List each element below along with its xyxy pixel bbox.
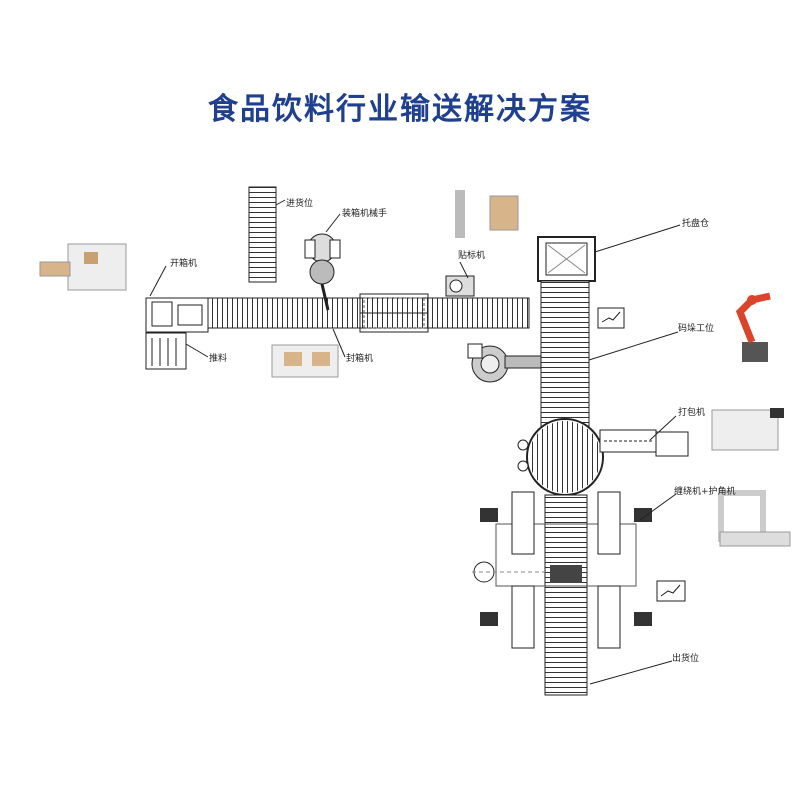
label-sealer: 封箱机 — [346, 352, 373, 364]
sealer-photo — [271, 344, 339, 378]
label-palletizing-station: 码垛工位 — [678, 322, 714, 334]
labeler-photo — [455, 190, 519, 238]
label-pusher: 推料 — [209, 352, 227, 364]
label-outbound: 出货位 — [672, 652, 699, 664]
wrapper-photo — [718, 490, 791, 547]
page-title: 食品饮料行业输送解决方案 — [208, 92, 592, 127]
vertical-conveyor-upper — [540, 280, 625, 427]
strapping-photo — [711, 408, 784, 451]
leader-lines — [149, 199, 681, 685]
label-labeler: 贴标机 — [458, 249, 485, 261]
label-packing-robot: 装箱机械手 — [342, 207, 387, 219]
label-pallet-warehouse: 托盘仓 — [682, 217, 709, 229]
inbound-conveyor — [248, 186, 277, 283]
palletizer-robot-photo — [735, 292, 771, 362]
box-opener-photo — [39, 243, 127, 291]
labeler-top — [445, 275, 475, 297]
pallet-warehouse — [537, 236, 596, 282]
palletizer-robot-top — [467, 343, 546, 383]
label-inbound: 进货位 — [286, 197, 313, 209]
label-box-opener: 开箱机 — [170, 257, 197, 269]
main-horizontal-conveyor — [206, 293, 530, 333]
strapping-machine-arm — [599, 429, 689, 457]
label-strapping-machine: 打包机 — [678, 406, 705, 418]
packing-robot-top — [304, 233, 341, 311]
box-opener-machine — [145, 297, 209, 370]
label-wrapping-corner-machine: 缠绕机+护角机 — [674, 485, 736, 497]
turntable — [517, 418, 604, 496]
trend-chart-icon — [597, 307, 625, 329]
trend-chart-icon — [656, 580, 686, 602]
wrapping-station — [472, 491, 686, 696]
